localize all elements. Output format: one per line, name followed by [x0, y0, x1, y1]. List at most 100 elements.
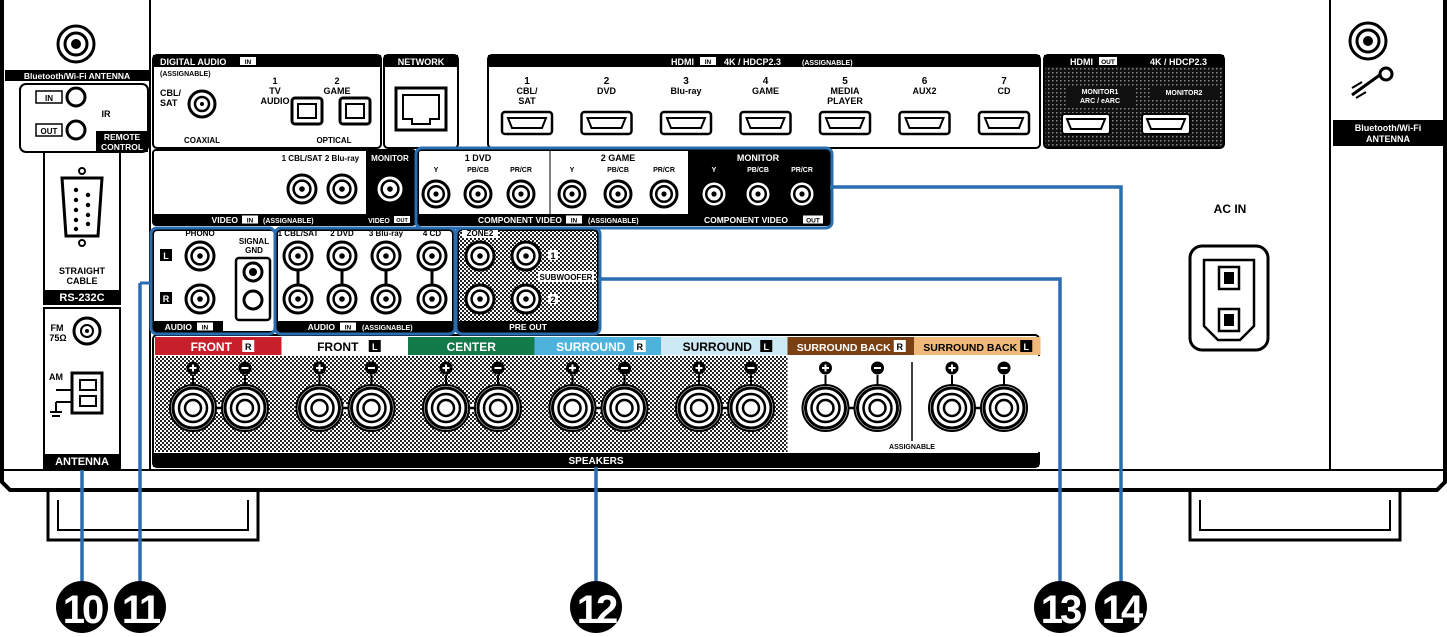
zone2-l-jack: [464, 240, 496, 272]
monitor1-label: MONITOR1: [1082, 89, 1119, 96]
ac-in-label: AC IN: [1214, 202, 1247, 216]
hdmi-input-5-num: 5: [842, 76, 848, 87]
signal-gnd-label-2: GND: [245, 246, 263, 255]
zone2-label: ZONE2: [467, 229, 494, 238]
hdmi-input-4-port: [739, 110, 792, 136]
component-game-pr-jack: [649, 179, 679, 209]
video-section: 1 CBL/SAT 2 Blu-ray MONITOR VIDEO IN (AS…: [152, 149, 416, 226]
audio-in-section: PHONO L R SIGNAL GND AUDIO IN AUDIO IN (…: [152, 229, 454, 333]
component-game-y-jack: [557, 179, 587, 209]
subwoofer-label: SUBWOOFER: [540, 273, 593, 282]
audio-in-1-l-jack: [282, 240, 314, 272]
callout-10-number: 10: [63, 588, 103, 632]
speaker-channel-2-badge: L: [372, 342, 378, 352]
speaker-channel-4-plus-terminal: [548, 384, 597, 432]
remote-in-label: IN: [45, 94, 53, 103]
phono-r-badge: R: [163, 294, 170, 304]
callout-10: 10: [56, 581, 108, 633]
rs232c-label-2: CABLE: [67, 276, 98, 286]
component-game-label: 2 GAME: [601, 153, 636, 163]
audio-in-title: AUDIO: [308, 322, 336, 332]
network-section: NETWORK: [383, 54, 459, 149]
monitor2-label: MONITOR2: [1166, 90, 1203, 97]
hdmi-input-5-label: MEDIA: [831, 86, 861, 96]
ac-in-section: AC IN: [1188, 202, 1270, 352]
component-dvd-y-label: Y: [434, 167, 439, 174]
speaker-channel-2-minus-terminal: [347, 384, 396, 432]
hdmi-input-2-label: DVD: [597, 86, 617, 96]
callout-12: 12: [570, 581, 622, 633]
am-label: AM: [49, 372, 63, 382]
video-in-badge: IN: [247, 218, 254, 225]
speaker-channel-5-label: SURROUND: [683, 340, 753, 354]
speaker-channel-3-plus-terminal: [422, 384, 470, 432]
video-in-title: VIDEO: [212, 215, 239, 225]
fm-label-2: 75Ω: [49, 333, 66, 343]
audio-in-col-2-label: 2 DVD: [330, 229, 354, 238]
hdmi-input-3-num: 3: [683, 76, 689, 87]
hdmi-in-assignable: (ASSIGNABLE): [802, 60, 853, 67]
callout-13: 13: [1034, 581, 1086, 633]
speaker-channel-6-badge: R: [897, 342, 904, 352]
digital-audio-assignable: (ASSIGNABLE): [160, 71, 211, 78]
video-cbl-label: 1 CBL/SAT: [282, 154, 323, 163]
speaker-channel-6-minus-terminal: [853, 384, 902, 432]
hdmi-input-1-num: 1: [524, 76, 530, 87]
speaker-channel-7-plus-icon: [948, 364, 956, 372]
component-dvd-y-jack: [421, 179, 451, 209]
callout-13-number: 13: [1041, 588, 1081, 632]
antenna-section: FM 75Ω AM ANTENNA: [43, 307, 121, 469]
callout-11-number: 11: [122, 588, 161, 632]
video-in-assignable: (ASSIGNABLE): [263, 218, 314, 225]
hdmi-input-4-num: 4: [763, 76, 769, 87]
remote-control-section: IN OUT IR REMOTE CONTROL: [19, 83, 149, 153]
phono-r-jack: [184, 283, 216, 315]
hdmi-input-5-label-2: PLAYER: [827, 96, 863, 106]
hdmi-input-1-label-2: SAT: [518, 96, 536, 106]
phono-audio-title: AUDIO: [165, 322, 193, 332]
zone2-r-jack: [464, 283, 496, 315]
component-dvd-pr-label: PR/CR: [510, 167, 532, 174]
coaxial-label: COAXIAL: [184, 136, 220, 145]
digital-audio-in-badge: IN: [245, 59, 252, 66]
optical-tv-num: 1: [272, 76, 277, 86]
component-in-title: COMPONENT VIDEO: [478, 215, 562, 225]
component-dvd-pb-label: PB/CB: [467, 167, 489, 174]
video-monitor-label: MONITOR: [371, 154, 409, 163]
hdmi-input-2-num: 2: [604, 76, 610, 87]
speaker-channel-6-label: SURROUND BACK: [797, 342, 891, 354]
video-monitor-jack: [374, 173, 406, 205]
bluetooth-antenna-left: Bluetooth/Wi-Fi ANTENNA: [5, 24, 150, 81]
video-out-badge: OUT: [396, 218, 408, 224]
remote-label-2: CONTROL: [101, 142, 143, 152]
speaker-channel-6-plus-terminal: [801, 384, 850, 432]
subwoofer-1-jack: [510, 240, 542, 272]
speaker-channel-5-badge: L: [764, 342, 770, 352]
speaker-channel-4-minus-terminal: [600, 384, 649, 432]
component-monitor-label: MONITOR: [737, 153, 780, 163]
component-monitor-pr-label: PR/CR: [791, 167, 813, 174]
speaker-channel-1-plus-terminal: [169, 384, 217, 432]
speaker-channel-2-plus-icon: [316, 364, 323, 372]
component-monitor-pb-jack: [743, 179, 773, 209]
component-monitor-y-label: Y: [712, 167, 717, 174]
speaker-channel-4-label: SURROUND: [556, 340, 626, 354]
speaker-channel-6-plus-icon: [822, 364, 829, 372]
speaker-channel-7-minus-terminal: [980, 384, 1028, 432]
component-in-assignable: (ASSIGNABLE): [588, 218, 639, 225]
audio-in-3-r-jack: [370, 283, 402, 315]
optical-tv-label: TV: [269, 86, 281, 96]
bt-antenna-right-label-1: Bluetooth/Wi-Fi: [1355, 123, 1421, 133]
audio-in-4-r-jack: [416, 283, 448, 315]
video-bluray-label: 2 Blu-ray: [325, 154, 360, 163]
subwoofer-2-jack: [510, 283, 542, 315]
audio-in-badge: IN: [345, 325, 352, 332]
hdmi-input-7-num: 7: [1001, 76, 1007, 87]
audio-in-col-1-label: 1 CBL/SAT: [278, 229, 319, 238]
optical-label: OPTICAL: [316, 136, 351, 145]
component-game-pb-label: PB/CB: [607, 167, 629, 174]
network-title: NETWORK: [398, 57, 445, 67]
audio-in-2-r-jack: [326, 283, 358, 315]
